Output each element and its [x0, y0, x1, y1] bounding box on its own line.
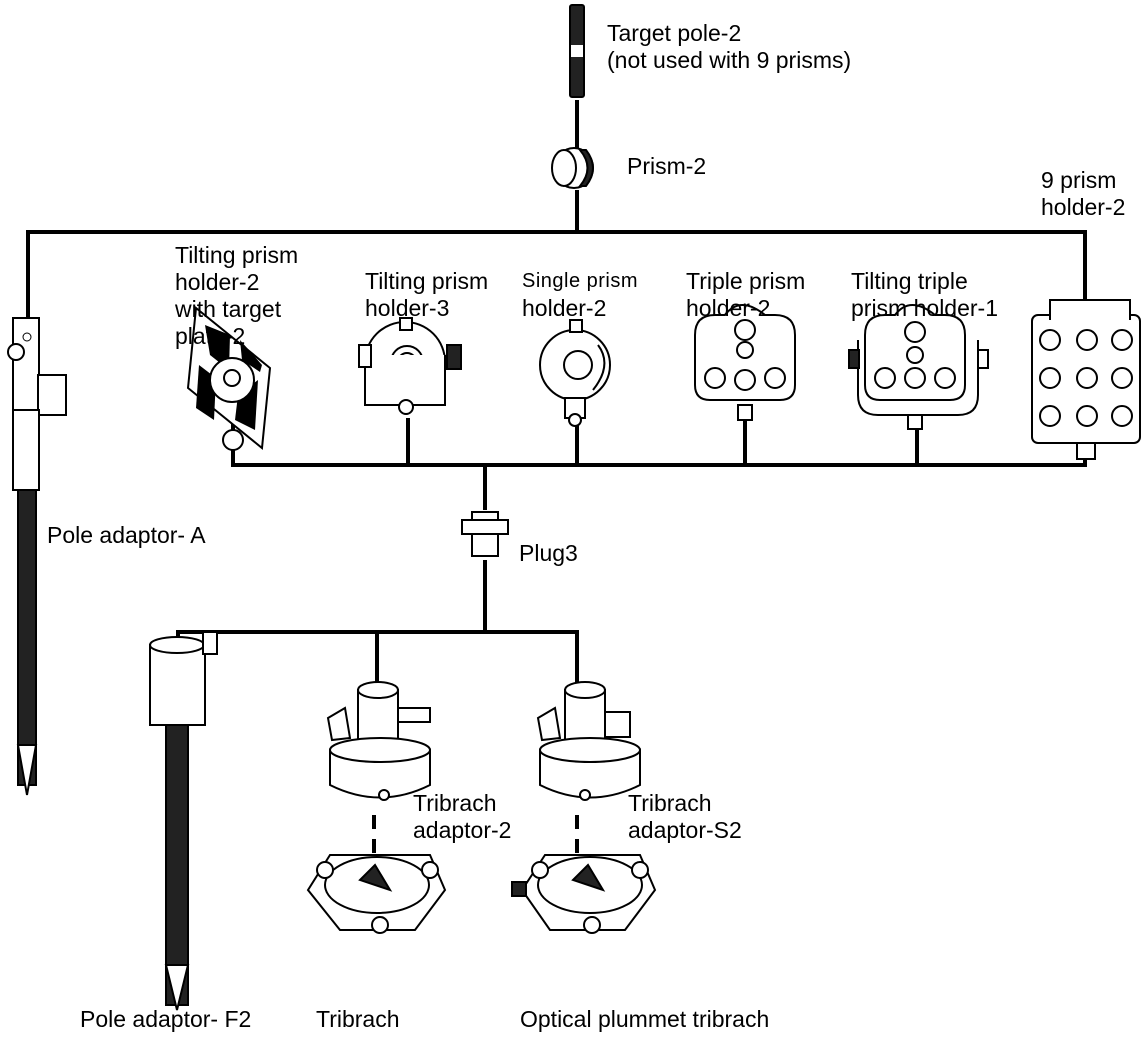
tribrach-adaptor-s2-icon	[538, 682, 640, 800]
pole-adaptor-a-icon	[8, 318, 66, 795]
target-pole-label: Target pole-2(not used with 9 prisms)	[607, 20, 851, 74]
tribrach-adaptor-2-icon	[328, 682, 430, 800]
tribrach-label: Tribrach	[316, 1006, 400, 1033]
pole-adaptor-f2-icon	[150, 632, 217, 1010]
nine-prism-holder-icon	[1032, 300, 1140, 459]
plug-icon	[462, 512, 508, 556]
pole-adaptor-f2-label: Pole adaptor- F2	[80, 1006, 251, 1033]
plug-label: Plug3	[519, 540, 578, 567]
single-prism-holder-icon	[540, 320, 610, 426]
optical-plummet-tribrach-label: Optical plummet tribrach	[520, 1006, 769, 1033]
tilting-prism-holder-3-icon	[359, 318, 461, 414]
target-pole-icon	[570, 5, 584, 97]
optical-plummet-tribrach-icon	[512, 855, 655, 933]
tilting-triple-prism-holder-icon	[849, 305, 988, 429]
prism-label: Prism-2	[627, 153, 706, 180]
pole-adaptor-a-label: Pole adaptor- A	[47, 522, 206, 549]
prism-icon	[552, 148, 593, 188]
triple-prism-holder-icon	[695, 305, 795, 420]
tribrach-icon	[308, 855, 445, 933]
